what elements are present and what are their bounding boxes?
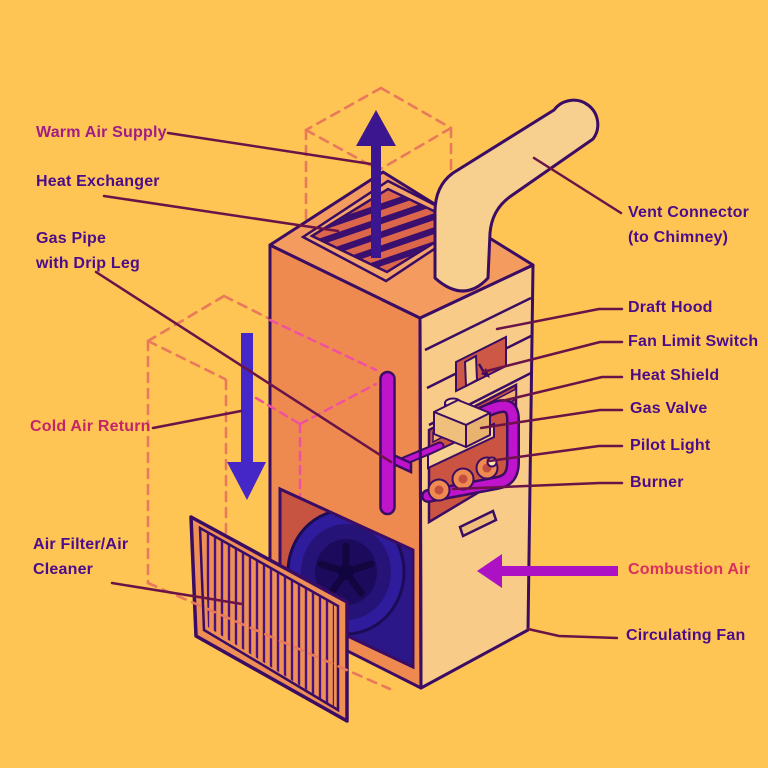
leader-pilot-light [487,444,624,463]
gas-valve [433,397,491,448]
combustion-air-arrow [477,554,618,588]
label-air-filter: Air Filter/Air Cleaner [33,536,129,578]
label-combustion-air: Combustion Air [628,561,751,578]
leader-draft-hood [495,307,624,331]
label-warm-air-supply: Warm Air Supply [36,124,167,141]
leader-burner [451,481,624,491]
label-cold-air-return: Cold Air Return [30,418,151,435]
hidden-duct-dashes [254,318,378,499]
leader-circulating-fan [526,627,619,640]
cold-air-arrow [227,333,266,500]
heat-exchanger-grille [300,179,475,283]
label-draft-hood: Draft Hood [628,299,713,316]
leader-cold-air-return [151,409,243,430]
leader-lines [94,131,624,640]
front-panel-louver [458,509,498,538]
label-vent-connector: Vent Connector (to Chimney) [628,204,750,246]
label-circulating-fan: Circulating Fan [626,627,746,644]
plenum-dashed-outline [304,86,453,226]
leader-fan-limit-switch [481,340,624,374]
burners [427,456,499,502]
label-heat-exchanger: Heat Exchanger [36,173,160,190]
gas-manifold-pipe [399,399,520,503]
label-gas-pipe: Gas Pipe with Drip Leg [36,230,140,272]
label-burner: Burner [630,474,684,491]
label-heat-shield: Heat Shield [630,367,720,384]
leader-air-filter [110,581,244,606]
leader-gas-pipe [94,270,393,464]
label-pilot-light: Pilot Light [630,437,711,454]
label-gas-valve: Gas Valve [630,400,708,417]
return-duct-bottom-dashes [146,581,392,691]
vent-connector-pipe [433,98,600,293]
leader-vent-connector [532,156,623,215]
label-fan-limit-switch: Fan Limit Switch [628,333,759,350]
leader-heat-exchanger [102,194,340,233]
gas-pipe-drip-leg [379,370,413,516]
leader-warm-air-supply [166,131,373,166]
leader-heat-shield [500,375,624,403]
leader-gas-valve [479,408,624,430]
burner-compartment [399,382,520,525]
warm-air-arrow [356,110,396,258]
